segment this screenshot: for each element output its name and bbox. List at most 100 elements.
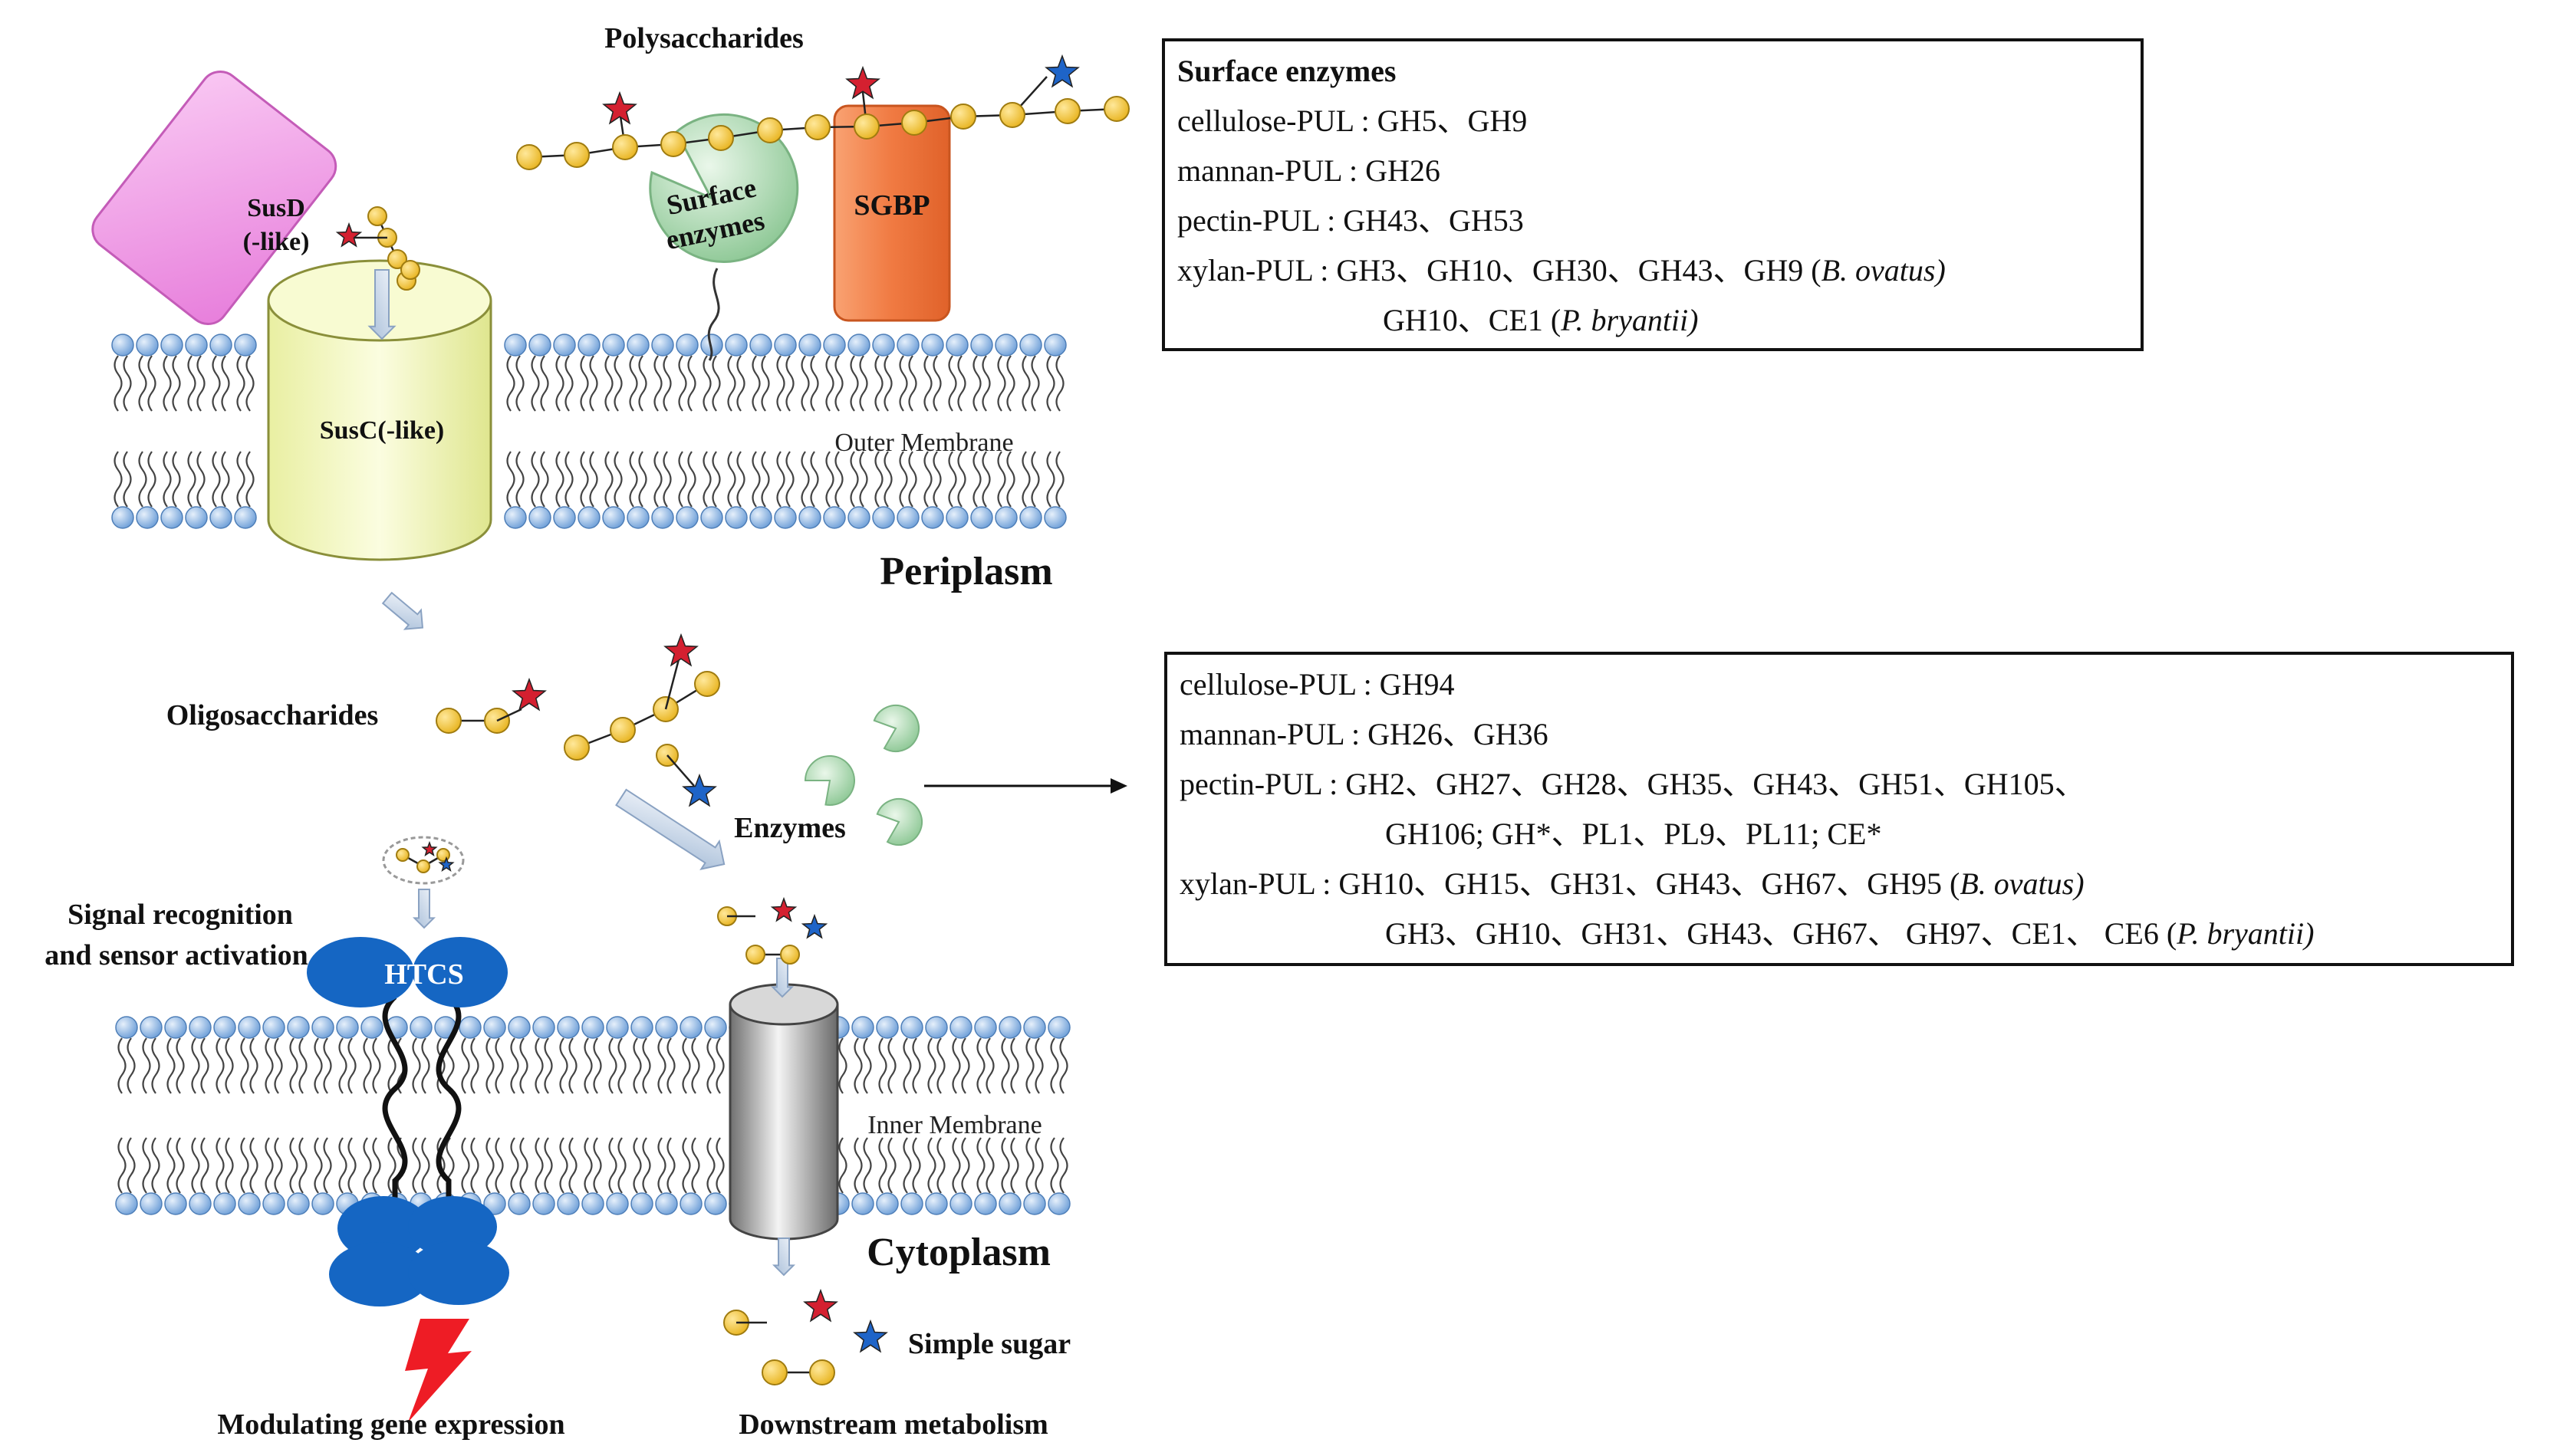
inner-membrane-lipid-tail xyxy=(936,1037,946,1094)
periplasm-exit-arrow xyxy=(381,591,424,630)
outer-membrane-lipid-head xyxy=(946,334,969,357)
outer-membrane-lipid-head xyxy=(602,334,625,357)
outer-membrane-lipid-tail xyxy=(761,355,770,412)
outer-membrane-lipid-tail xyxy=(678,451,687,508)
inner-membrane-lipid-tail xyxy=(593,1037,602,1094)
outer-membrane-lipid-tail xyxy=(678,355,687,412)
outer-membrane-lipid-tail xyxy=(785,451,795,508)
outer-membrane-lipid-head xyxy=(553,334,576,357)
inner-membrane-lipid-head xyxy=(508,1192,531,1215)
outer-membrane-lipid-tail xyxy=(172,451,181,508)
enzymes-label: Enzymes xyxy=(734,812,846,844)
outer-membrane-lipid-tail xyxy=(1055,451,1065,508)
inner-membrane-lipid-tail xyxy=(338,1137,347,1194)
outer-membrane-lipid-head xyxy=(798,506,821,529)
outer-membrane-lipid-tail xyxy=(776,451,785,508)
inner-membrane-lipid-head xyxy=(238,1192,261,1215)
outer-membrane-lipid-head xyxy=(847,334,870,357)
periplasmic-enzyme xyxy=(804,755,855,806)
inner-membrane-lipid-head xyxy=(680,1192,703,1215)
inner-membrane-lipid-tail xyxy=(568,1037,578,1094)
inner-membrane-lipid-head xyxy=(1048,1016,1071,1039)
simple-sugar-red-star xyxy=(803,1288,838,1323)
outer-membrane-lipid-tail xyxy=(1046,355,1055,412)
outer-membrane-lipid-tail xyxy=(1006,451,1015,508)
outer-membrane-lipid-tail xyxy=(908,355,917,412)
oligo-tetramer-sugar xyxy=(564,735,590,761)
outer-membrane-lipid-tail xyxy=(908,451,917,508)
inner-membrane-lipid-tail xyxy=(191,1037,200,1094)
periplasm-box-xylan-2: GH3、GH10、GH31、GH43、GH67、 GH97、CE1、 CE6 (… xyxy=(1180,909,2499,958)
outer-membrane-lipid-tail xyxy=(899,451,908,508)
periplasm-box-mannan: mannan-PUL : GH26、GH36 xyxy=(1180,717,1548,751)
inner-membrane-lipid-tail xyxy=(682,1037,691,1094)
outer-membrane-lipid-tail xyxy=(923,451,933,508)
outer-membrane-lipid-tail xyxy=(629,451,638,508)
inner-membrane-lipid-head xyxy=(360,1016,383,1039)
inner-membrane-lipid-tail xyxy=(544,1037,553,1094)
inner-membrane-lipid-tail xyxy=(1025,1037,1035,1094)
inner-membrane-lipid-tail xyxy=(936,1137,946,1194)
inner-membrane-lipid-tail xyxy=(838,1137,847,1194)
outer-membrane-lipid-tail xyxy=(515,451,525,508)
surface-enzyme-protein: Surface enzymes xyxy=(649,113,799,361)
inner-membrane-lipid-tail xyxy=(510,1137,519,1194)
signal-blue-star xyxy=(438,856,455,873)
outer-membrane-label: Outer Membrane xyxy=(834,429,1013,457)
outer-membrane-lipid-tail xyxy=(736,355,745,412)
outer-membrane-lipid-tail xyxy=(859,355,868,412)
inner-membrane-lipid-head xyxy=(164,1016,187,1039)
outer-membrane-lipid-tail xyxy=(776,355,785,412)
outer-membrane-lipid-head xyxy=(209,334,232,357)
outer-membrane-lipid-tail xyxy=(761,451,770,508)
inner-membrane-lipid-tail xyxy=(559,1037,568,1094)
oligo-branch xyxy=(666,754,695,787)
transporter-entry-arrow xyxy=(770,958,795,998)
outer-membrane-lipid-tail xyxy=(801,451,810,508)
outer-membrane-lipid-tail xyxy=(703,355,712,412)
outer-membrane-lipid-head xyxy=(627,506,650,529)
outer-membrane-lipid-head xyxy=(504,334,527,357)
inner-membrane-lipid-tail xyxy=(961,1037,970,1094)
inner-membrane-lipid-tail xyxy=(347,1037,357,1094)
outer-membrane-lipid-head xyxy=(209,506,232,529)
outer-membrane-lipid-tail xyxy=(663,451,672,508)
outer-membrane-lipid-tail xyxy=(638,451,647,508)
oligo-branch xyxy=(664,659,680,710)
inner-membrane-lipid-tail xyxy=(535,1037,544,1094)
outer-membrane-lipid-head xyxy=(725,506,748,529)
inner-membrane-lipid-tail xyxy=(421,1137,430,1194)
outer-membrane-lipid-head xyxy=(774,506,797,529)
inner-membrane-lipid-tail xyxy=(1010,1037,1019,1094)
inner-membrane-lipid-head xyxy=(974,1016,997,1039)
inner-membrane-label: Inner Membrane xyxy=(867,1111,1042,1139)
inner-membrane-lipid-tail xyxy=(461,1137,470,1194)
outer-membrane-lipid-tail xyxy=(629,355,638,412)
surface-enzymes-box: Surface enzymes cellulose-PUL : GH5、GH9 … xyxy=(1162,38,2144,351)
inner-membrane-lipid-tail xyxy=(878,1137,887,1194)
inner-membrane-lipid-head xyxy=(630,1192,653,1215)
inner-membrane-lipid-tail xyxy=(151,1137,160,1194)
outer-membrane-lipid-tail xyxy=(712,355,721,412)
entry-dimer-sugar xyxy=(780,945,800,965)
htcs-sensor: HTCS xyxy=(307,937,509,1422)
periplasm-box-pectin-1: pectin-PUL : GH2、GH27、GH28、GH35、GH43、GH5… xyxy=(1180,767,2085,801)
inner-membrane-lipid-head xyxy=(483,1016,506,1039)
outer-membrane-lipid-head xyxy=(1044,506,1067,529)
inner-membrane-lipid-tail xyxy=(986,1137,995,1194)
outer-membrane-lipid-tail xyxy=(801,355,810,412)
outer-membrane-lipid-head xyxy=(1019,334,1042,357)
polysaccharide-blue-star xyxy=(1045,54,1080,88)
outer-membrane-lipid-head xyxy=(160,506,183,529)
entry-blue-star xyxy=(801,913,828,939)
inner-membrane-lipid-tail xyxy=(314,1137,323,1194)
inner-membrane-lipid-head xyxy=(949,1016,972,1039)
outer-membrane-lipid-head xyxy=(970,334,993,357)
inner-membrane-lipid-tail xyxy=(387,1037,397,1094)
outer-membrane-lipid-head xyxy=(897,334,920,357)
surface-box-xylan-2-enzymes: GH10、CE1 ( xyxy=(1383,303,1562,337)
inner-membrane-lipid-tail xyxy=(225,1137,234,1194)
inner-membrane-lipid-head xyxy=(851,1016,874,1039)
inner-membrane-lipid-tail xyxy=(274,1037,283,1094)
oligo-tetramer-sugar xyxy=(694,671,720,697)
